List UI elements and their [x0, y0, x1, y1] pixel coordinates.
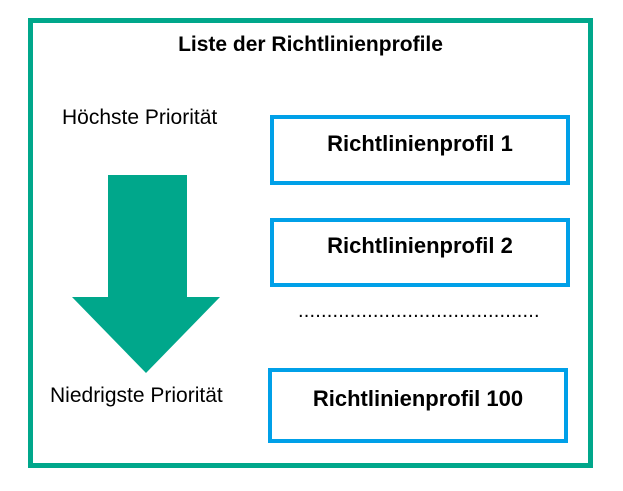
profile-box-2-label: Richtlinienprofil 2 [327, 233, 513, 258]
profile-box-1: Richtlinienprofil 1 [270, 115, 570, 185]
profile-box-2: Richtlinienprofil 2 [270, 218, 570, 287]
profile-box-100-label: Richtlinienprofil 100 [312, 386, 524, 411]
diagram-title: Liste der Richtlinienprofile [178, 33, 443, 56]
ellipsis-separator: ........................................… [298, 300, 540, 322]
lowest-priority-label: Niedrigste Priorität [50, 384, 223, 407]
profile-box-100: Richtlinienprofil 100 [268, 368, 568, 443]
profile-box-1-label: Richtlinienprofil 1 [327, 130, 513, 156]
highest-priority-label: Höchste Priorität [62, 106, 218, 129]
priority-down-arrow-icon [72, 175, 220, 373]
